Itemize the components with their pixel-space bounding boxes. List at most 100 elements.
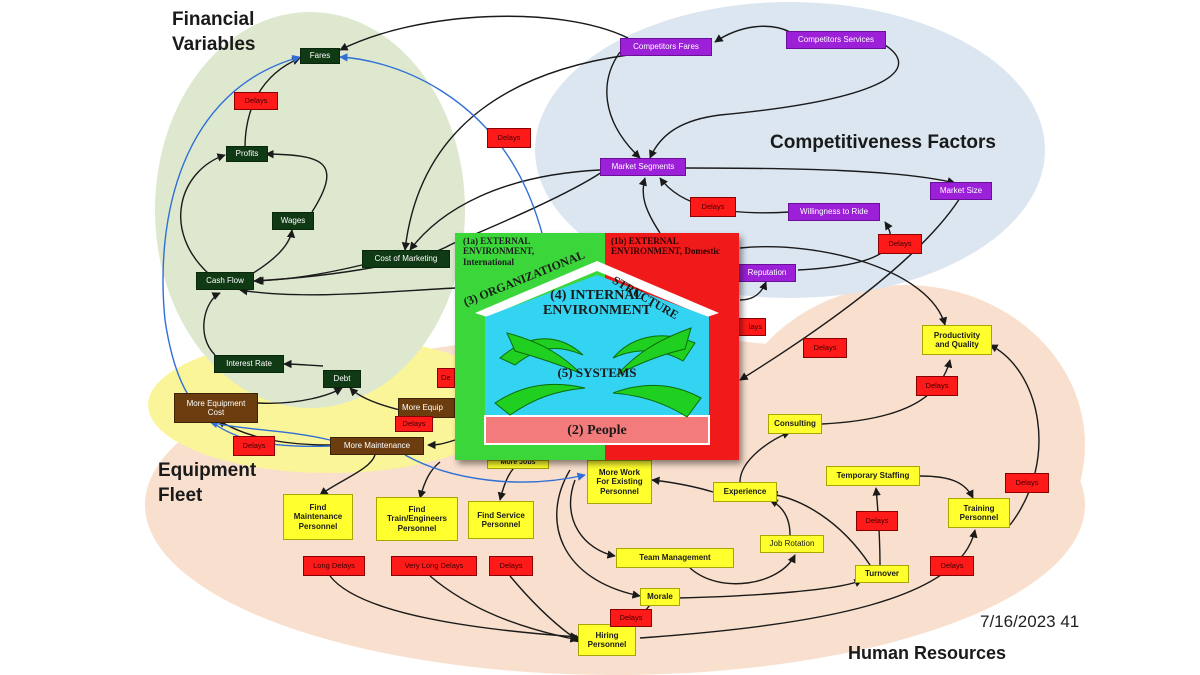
financial-region: [155, 12, 465, 408]
delay-training-below: Delays: [930, 556, 974, 576]
arrow-segments-to-market-size: [683, 167, 956, 186]
node-competitors-services: Competitors Services: [786, 31, 886, 49]
arrow-house-to-maintenance: [427, 439, 456, 450]
node-turnover: Turnover: [855, 565, 909, 583]
blue-arrow-to-more-work: [404, 454, 586, 483]
arrow-experience-to-consulting: [739, 430, 791, 483]
arrow-hiring-to-training: [639, 529, 978, 639]
arrow-comp-fares-to-segments: [606, 51, 641, 159]
node-more-maintenance: More Maintenance: [330, 437, 424, 455]
node-find-train-engineers-personnel: Find Train/Engineers Personnel: [376, 497, 458, 541]
house-external-domestic: (1b) EXTERNAL ENVIRONMENT, Domestic: [611, 236, 720, 257]
delay-training-right: Delays: [1005, 473, 1049, 493]
arrow-maintenance-to-debt: [349, 387, 401, 411]
node-job-rotation: Job Rotation: [760, 535, 824, 553]
node-temporary-staffing: Temporary Staffing: [826, 466, 920, 486]
arrow-segments-to-cash-flow: [253, 171, 603, 285]
house-internal-environment: (4) INTERNAL ENVIRONMENT: [542, 288, 652, 319]
node-cash-flow: Cash Flow: [196, 272, 254, 290]
arrow-house-to-cashflow: [239, 287, 456, 296]
competitiveness-region: [535, 2, 1045, 298]
arrow-services-to-comp-fares: [714, 25, 791, 43]
delay-service: Delays: [489, 556, 533, 576]
node-productivity-quality: Productivity and Quality: [922, 325, 992, 355]
date-page-footer: 7/16/2023 41: [980, 612, 1080, 631]
arrow-maintenance-to-find-maint: [319, 454, 376, 496]
arrow-cashflow-to-profits: [180, 153, 226, 276]
arrow-maintenance-to-find-train: [417, 461, 441, 499]
node-profits: Profits: [226, 146, 268, 162]
node-more-equipment-cost: More Equipment Cost: [174, 393, 258, 423]
house-systems-label: (5) SYSTEMS: [557, 365, 637, 380]
arrow-house-to-reputation: [739, 281, 768, 301]
competitiveness-factors-label: Competitiveness Factors: [770, 132, 996, 153]
delay-right-of-house: lays: [738, 318, 766, 336]
delay-center: Delays: [487, 128, 531, 148]
arrow-house-to-productivity: [739, 246, 948, 326]
blue-arrow-to-equipment-cost: [209, 419, 331, 441]
node-more-equipment-partial: More Equip: [398, 398, 455, 418]
node-willingness-to-ride: Willingness to Ride: [788, 203, 880, 221]
delay-very-long: Very Long Delays: [391, 556, 477, 576]
node-competitors-fares: Competitors Fares: [620, 38, 712, 56]
arrow-services-to-segments: [649, 41, 900, 159]
house-people-floor: [484, 415, 710, 445]
arrow-debt-to-interest: [283, 359, 324, 369]
delay-temporary: Delays: [856, 511, 898, 531]
delay-equipment: Delays: [233, 436, 275, 456]
node-debt: Debt: [323, 370, 361, 388]
arrow-consulting-to-productivity: [821, 359, 953, 425]
house-people-label: (2) People: [567, 423, 627, 438]
delay-long: Long Delays: [303, 556, 365, 576]
arrow-segments-to-cost-marketing: [409, 169, 601, 251]
arrow-find-train-to-hiring: [429, 575, 579, 643]
node-fares: Fares: [300, 48, 340, 64]
arrow-equipcost-to-debt: [257, 387, 343, 404]
node-morale: Morale: [640, 588, 680, 606]
financial-variables-label: Financial Variables: [172, 9, 256, 55]
arrow-marketing-to-cashflow: [255, 264, 363, 285]
arrow-market-size-to-consulting: [739, 197, 961, 381]
arrow-more-work-to-morale: [556, 469, 641, 599]
node-reputation: Reputation: [738, 264, 796, 282]
human-resources-label: Human Resources: [848, 643, 1007, 663]
house-external-international: (1a) EXTERNAL ENVIRONMENT, International: [463, 236, 535, 267]
delay-productivity-b: Delays: [916, 376, 958, 396]
node-training-personnel: Training Personnel: [948, 498, 1010, 528]
delay-market: Delays: [690, 197, 736, 217]
node-find-service-personnel: Find Service Personnel: [468, 501, 534, 539]
arrow-morale-to-turnover: [677, 579, 863, 599]
arrow-cashflow-to-wages: [249, 229, 296, 276]
house-body: [485, 275, 709, 416]
arrow-more-work-to-team: [569, 479, 616, 559]
node-experience: Experience: [713, 482, 777, 502]
arrow-find-service-to-hiring: [509, 575, 581, 643]
equipment-fleet-label: Equipment Fleet: [158, 460, 257, 506]
arrow-experience-to-more-work: [651, 476, 714, 493]
arrow-wages-to-profits: [265, 149, 328, 213]
delay-fares: Delays: [234, 92, 278, 110]
delay-willingness: Delays: [878, 234, 922, 254]
organization-house-diagram: (1a) EXTERNAL ENVIRONMENT, International…: [455, 233, 739, 460]
node-cost-of-marketing: Cost of Marketing: [362, 250, 450, 268]
node-wages: Wages: [272, 212, 314, 230]
node-market-segments: Market Segments: [600, 158, 686, 176]
arrow-temp-to-training: [919, 475, 974, 499]
delay-partial-left: De: [437, 368, 455, 388]
house-roof: [475, 261, 719, 317]
delay-morale: Delays: [610, 609, 652, 627]
human-resources-region-right: [725, 285, 1085, 605]
arrow-comp-fares-to-cost-marketing: [401, 54, 629, 251]
node-interest-rate: Interest Rate: [214, 355, 284, 373]
node-hiring-personnel: Hiring Personnel: [578, 624, 636, 656]
arrow-team-to-jobrotation: [689, 554, 796, 585]
node-more-work: More Work For Existing Personnel: [587, 460, 652, 504]
arrow-competitors-fares-to-fares: [339, 15, 629, 51]
node-market-size: Market Size: [930, 182, 992, 200]
arrow-interest-to-cashflow: [203, 292, 221, 356]
delay-productivity-a: Delays: [803, 338, 847, 358]
delay-maintenance: Delays: [395, 416, 433, 432]
arrow-find-maint-to-hiring: [329, 575, 579, 641]
arrow-house-to-segments: [638, 177, 661, 234]
